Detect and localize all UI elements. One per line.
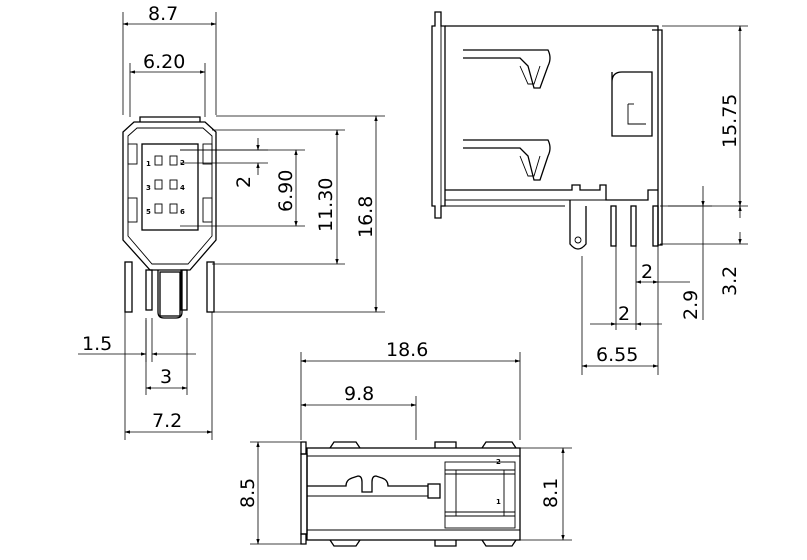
bottom-view: 2 1 <box>300 441 521 547</box>
dim-6-55: 6.55 <box>596 344 638 366</box>
dim-2-side-bottom: 2 <box>618 303 630 325</box>
dim-8-1: 8.1 <box>540 478 562 508</box>
dim-16-8: 16.8 <box>355 196 377 238</box>
pin-4-label: 4 <box>180 184 185 192</box>
pin-6-label: 6 <box>180 208 185 216</box>
side-dimensions: 15.75 3.2 2.9 2 2 6.55 <box>581 25 748 375</box>
dim-2-9: 2.9 <box>680 290 702 320</box>
dim-3-2: 3.2 <box>719 266 741 296</box>
front-view: 1 2 3 4 5 6 <box>122 116 217 319</box>
front-dimensions: 8.7 6.20 2 6.90 11.30 16.8 1.5 3 <box>78 3 385 440</box>
bottom-pin-2-label: 2 <box>496 458 501 466</box>
bottom-dimensions: 18.6 9.8 8.5 8.1 <box>237 339 572 545</box>
dim-18-6: 18.6 <box>386 339 428 361</box>
pin-3-label: 3 <box>146 184 151 192</box>
dim-1-5: 1.5 <box>82 333 112 355</box>
dim-11-30: 11.30 <box>315 178 337 232</box>
dim-9-8: 9.8 <box>344 383 374 405</box>
bottom-pin-1-label: 1 <box>496 498 501 506</box>
pin-1-label: 1 <box>146 160 151 168</box>
dim-3: 3 <box>160 366 172 388</box>
dim-6-20: 6.20 <box>143 51 185 73</box>
pin-5-label: 5 <box>146 208 151 216</box>
dim-15-75: 15.75 <box>719 94 741 148</box>
dim-8-7: 8.7 <box>148 3 178 25</box>
side-view <box>431 11 663 250</box>
dim-2-side-top: 2 <box>641 261 653 283</box>
dim-8-5: 8.5 <box>237 478 259 508</box>
dim-2-front: 2 <box>233 176 255 188</box>
dim-7-2: 7.2 <box>152 410 182 432</box>
dim-6-90: 6.90 <box>275 170 297 212</box>
